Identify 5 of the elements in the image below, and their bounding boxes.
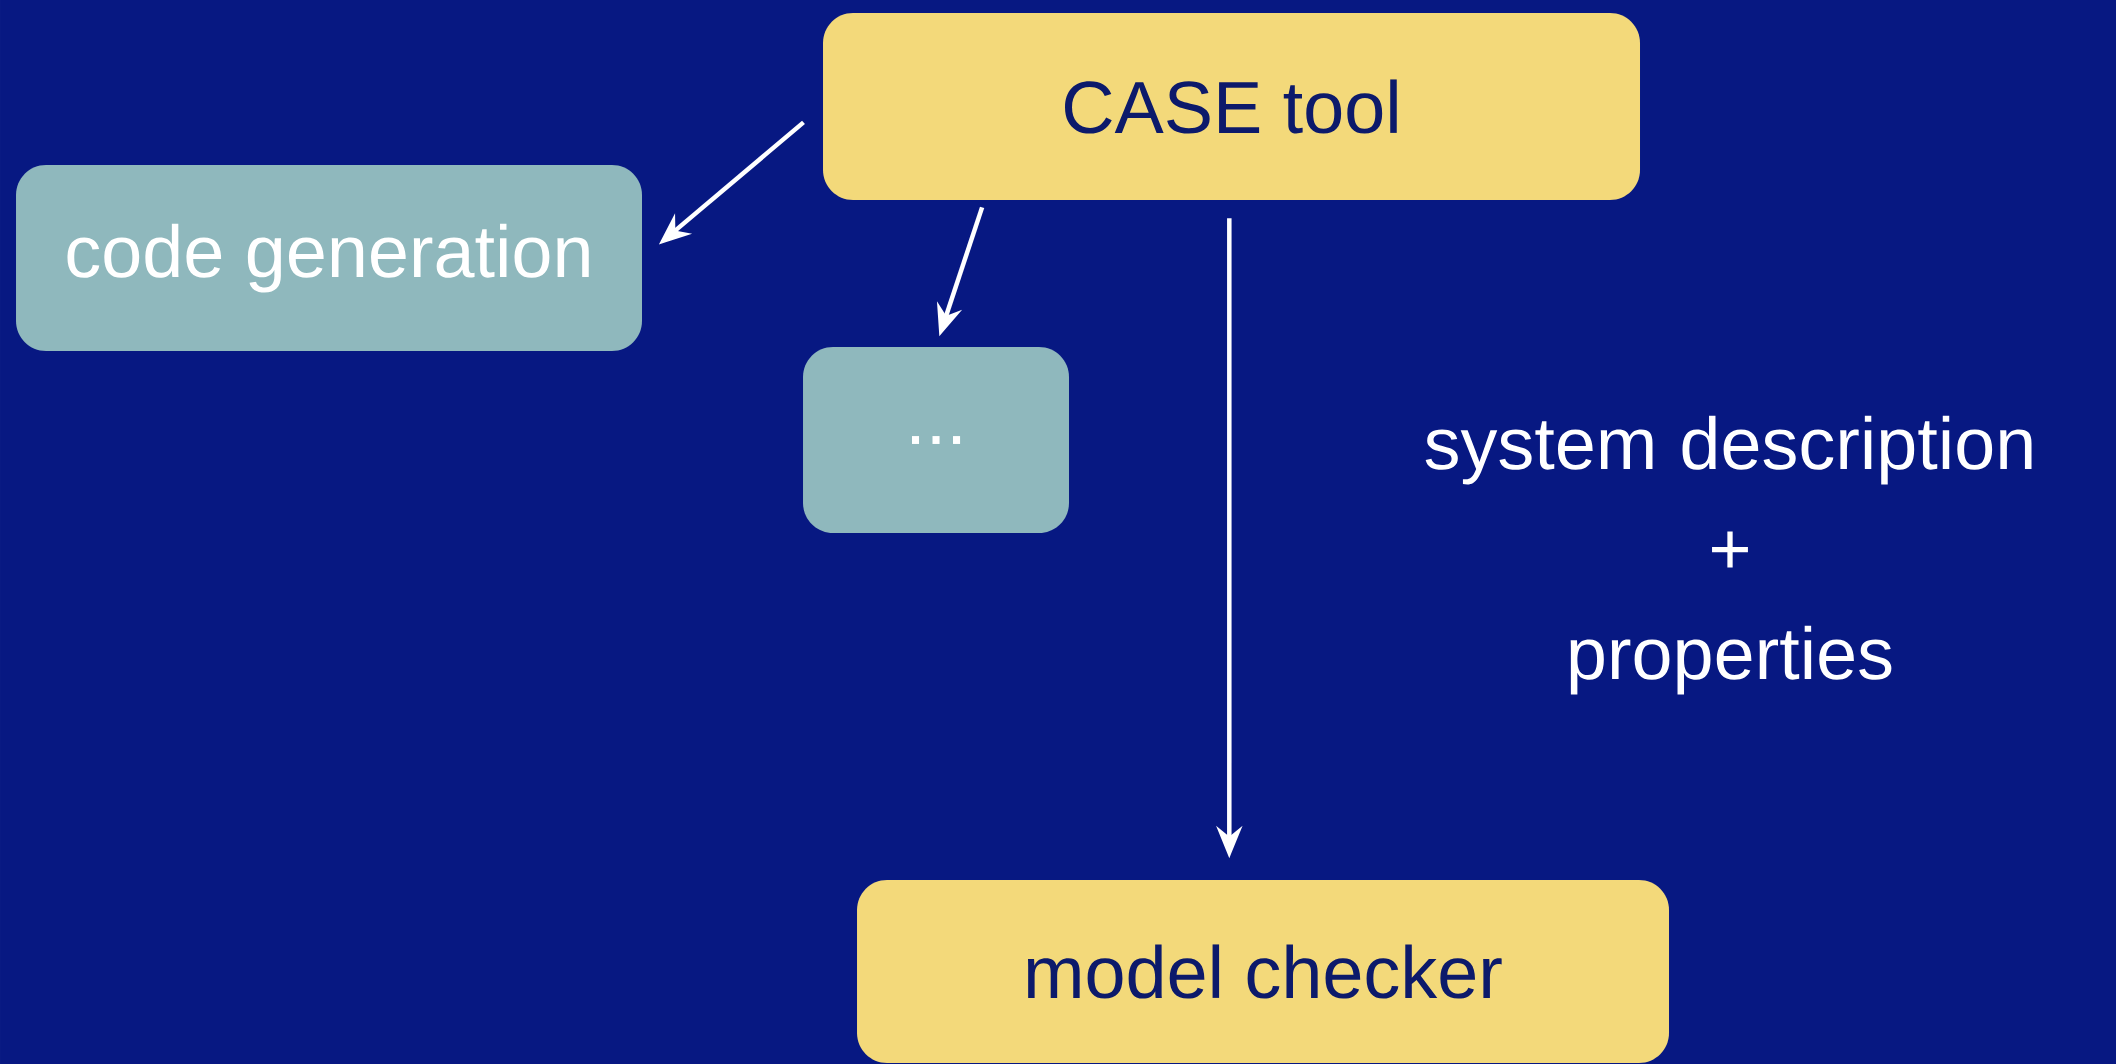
rounded-box: CASE tool xyxy=(823,13,1640,200)
edge-label: system description + properties xyxy=(1425,415,2032,695)
rounded-box: code generation xyxy=(16,165,642,351)
rounded-box: ... xyxy=(803,347,1069,533)
rounded-box: model checker xyxy=(857,880,1669,1063)
